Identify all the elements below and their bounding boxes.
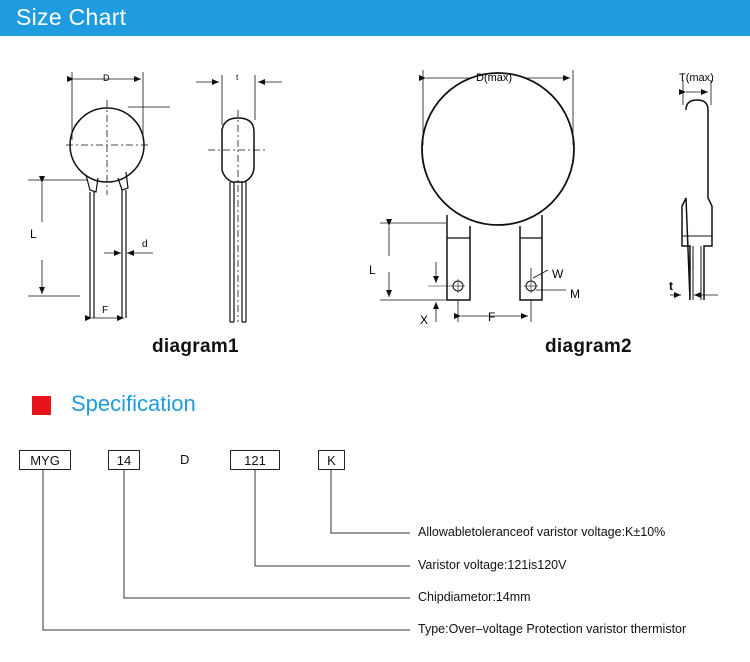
diagram2-label-t: t xyxy=(669,279,673,293)
diagram1-label-thickness: t xyxy=(236,73,239,82)
desc-voltage: Varistor voltage:121is120V xyxy=(418,558,567,572)
diagram2-label-d-max: D(max) xyxy=(476,72,512,84)
diagram2-label-t-max: T(max) xyxy=(679,72,714,84)
size-chart-drawings: D L d F t xyxy=(28,70,718,327)
diagram1-front-view xyxy=(28,72,170,321)
diagram1-label-d-diameter: D xyxy=(103,73,110,83)
diagram2-front-view xyxy=(380,70,575,322)
diagram2-label-m: M xyxy=(570,287,580,301)
desc-type: Type:Over–voltage Protection varistor th… xyxy=(418,622,687,636)
specification-title: Specification xyxy=(71,391,196,416)
diagram2-label-l: L xyxy=(369,263,376,277)
code-box-diameter: 14 xyxy=(108,450,140,470)
code-box-voltage: 121 xyxy=(230,450,280,470)
code-box-tolerance: K xyxy=(318,450,345,470)
size-chart-banner: Size Chart xyxy=(0,0,750,36)
desc-tolerance: Allowabletoleranceof varistor voltage:K±… xyxy=(418,525,666,539)
diagram1-label-l: L xyxy=(30,227,37,241)
desc-diameter: Chipdiametor:14mm xyxy=(418,590,531,604)
diagram1-label-f: F xyxy=(102,305,108,316)
diagram2-caption: diagram2 xyxy=(545,336,632,357)
diagram1-side-view xyxy=(196,75,282,323)
diagram2-side-view xyxy=(670,80,718,301)
code-box-series: MYG xyxy=(19,450,71,470)
diagram2-label-f: F xyxy=(488,310,495,324)
code-letter-d: D xyxy=(180,452,190,467)
diagram2-label-x: X xyxy=(420,313,428,327)
diagram2-label-w: W xyxy=(552,267,564,281)
size-chart-title: Size Chart xyxy=(16,4,127,30)
specification-marker xyxy=(32,396,51,415)
diagram1-caption: diagram1 xyxy=(152,336,239,357)
diagram1-label-lead-d: d xyxy=(142,239,148,250)
